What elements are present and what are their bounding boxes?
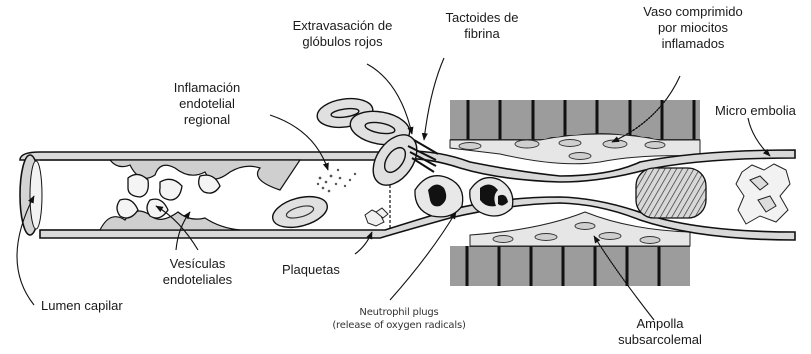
label-ampolla: Ampolla subsarcolemal: [610, 316, 710, 348]
label-extravasacion: Extravasación de glóbulos rojos: [277, 18, 408, 50]
label-micro-embolia-text: Micro embolia: [715, 103, 796, 118]
label-inflamacion-text: Inflamación endotelial regional: [174, 80, 240, 127]
label-lumen-text: Lumen capilar: [41, 298, 123, 313]
label-vesiculas-text: Vesículas endoteliales: [163, 256, 232, 287]
upper-myocyte-block: [450, 100, 700, 164]
label-tactoides: Tactoides de fibrina: [432, 10, 532, 42]
label-vaso-comprimido: Vaso comprimido por miocitos inflamados: [633, 4, 753, 52]
label-plaquetas: Plaquetas: [282, 262, 354, 278]
label-neutrophil: Neutrophil plugs (release of oxygen radi…: [318, 306, 480, 332]
label-plaquetas-text: Plaquetas: [282, 262, 340, 277]
label-vesiculas: Vesículas endoteliales: [155, 256, 240, 288]
label-tactoides-text: Tactoides de fibrina: [446, 10, 519, 41]
label-inflamacion: Inflamación endotelial regional: [158, 80, 256, 128]
label-lumen: Lumen capilar: [41, 298, 151, 314]
label-neutrophil-line1: Neutrophil plugs: [318, 306, 480, 319]
label-extravasacion-text: Extravasación de glóbulos rojos: [293, 18, 393, 49]
label-neutrophil-line2: (release of oxygen radicals): [318, 319, 480, 332]
label-vaso-comprimido-text: Vaso comprimido por miocitos inflamados: [643, 4, 742, 51]
label-micro-embolia: Micro embolia: [715, 103, 811, 119]
label-ampolla-text: Ampolla subsarcolemal: [618, 316, 702, 347]
extravasated-red-cells: [315, 95, 425, 193]
